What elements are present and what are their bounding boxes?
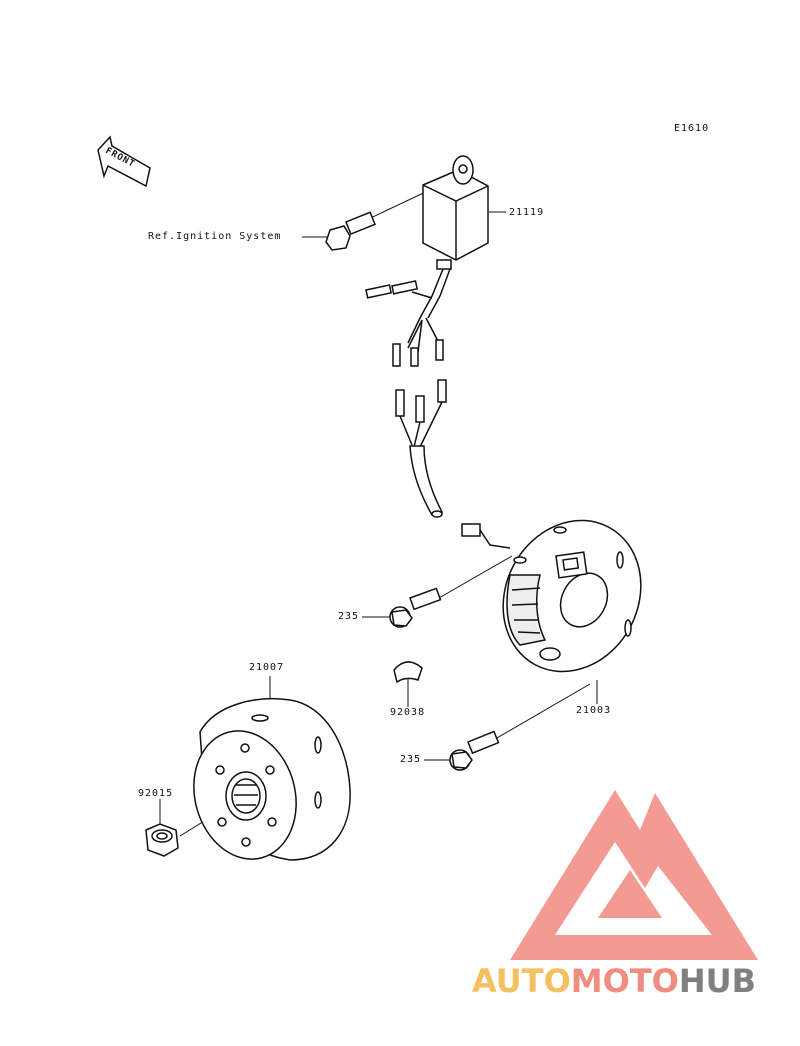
part-label-92038: 92038 bbox=[390, 707, 426, 718]
leader-lines bbox=[159, 177, 598, 837]
stator-plate-icon bbox=[461, 519, 642, 673]
brand-part-moto: MOTO bbox=[570, 962, 679, 1000]
diagram-code: E1610 bbox=[674, 123, 710, 134]
brand-part-hub: HUB bbox=[678, 962, 757, 1000]
part-label-21119: 21119 bbox=[509, 207, 545, 218]
part-label-92015: 92015 bbox=[138, 788, 174, 799]
part-label-235-lower: 235 bbox=[400, 754, 422, 765]
part-label-21007: 21007 bbox=[249, 662, 285, 673]
ref-ignition-label: Ref.Ignition System bbox=[148, 231, 282, 242]
part-label-235-upper: 235 bbox=[338, 611, 360, 622]
brand-part-auto: AUTO bbox=[472, 962, 571, 1000]
flywheel-rotor-icon bbox=[193, 698, 351, 861]
watermark-logo-icon bbox=[510, 790, 758, 960]
cdi-unit-icon bbox=[422, 155, 489, 270]
flywheel-nut-icon bbox=[145, 823, 179, 857]
part-label-21003: 21003 bbox=[576, 705, 612, 716]
bolt-stator-lower-icon bbox=[449, 730, 500, 771]
woodruff-key-icon bbox=[393, 661, 423, 684]
wire-harness-icon bbox=[365, 268, 451, 518]
bolt-ignition-icon bbox=[325, 211, 376, 251]
watermark-brand: AUTOMOTOHUB bbox=[472, 962, 756, 1000]
bolt-stator-upper-icon bbox=[389, 587, 442, 628]
front-arrow-icon bbox=[97, 135, 151, 188]
